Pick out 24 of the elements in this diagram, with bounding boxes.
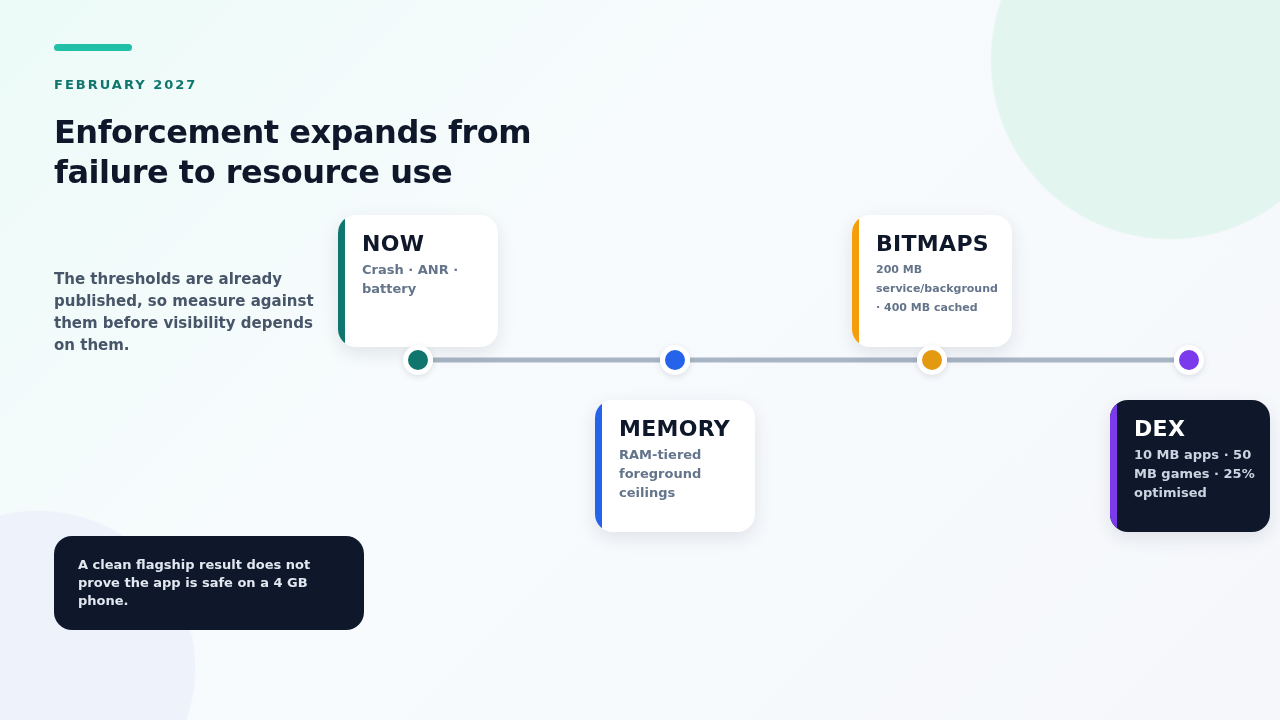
card-heading: MEMORY bbox=[619, 416, 731, 441]
card-heading: BITMAPS bbox=[876, 231, 990, 256]
callout-text: A clean flagship result does not prove the app is safe on a 4 GB phone. bbox=[78, 556, 312, 610]
timeline-dot bbox=[660, 345, 690, 375]
card-heading: NOW bbox=[362, 231, 426, 256]
milestone-card bbox=[595, 400, 755, 532]
card-description: 10 MB apps · 50 MB games · 25% optimised bbox=[1134, 446, 1256, 502]
date-label: FEBRUARY 2027 bbox=[54, 77, 198, 92]
milestone-card bbox=[338, 215, 498, 347]
milestone-card bbox=[852, 215, 1012, 347]
timeline-line bbox=[690, 357, 917, 363]
card-description: 200 MB service/background · 400 MB cached bbox=[876, 262, 999, 316]
timeline-line bbox=[433, 357, 660, 363]
slide-title: Enforcement expands from failure to resource use bbox=[54, 112, 532, 192]
callout-box bbox=[54, 536, 364, 630]
timeline-dot bbox=[403, 345, 433, 375]
card-description: RAM-tiered foreground ceilings bbox=[619, 446, 703, 502]
timeline-line bbox=[947, 357, 1174, 363]
card-heading: DEX bbox=[1134, 416, 1187, 441]
intro-paragraph: The thresholds are already published, so measure against them before visibility depends on them. bbox=[54, 269, 314, 356]
card-description: Crash · ANR · battery bbox=[362, 261, 460, 298]
timeline-dot bbox=[1174, 345, 1204, 375]
milestone-card bbox=[1110, 400, 1270, 532]
timeline-dot bbox=[917, 345, 947, 375]
